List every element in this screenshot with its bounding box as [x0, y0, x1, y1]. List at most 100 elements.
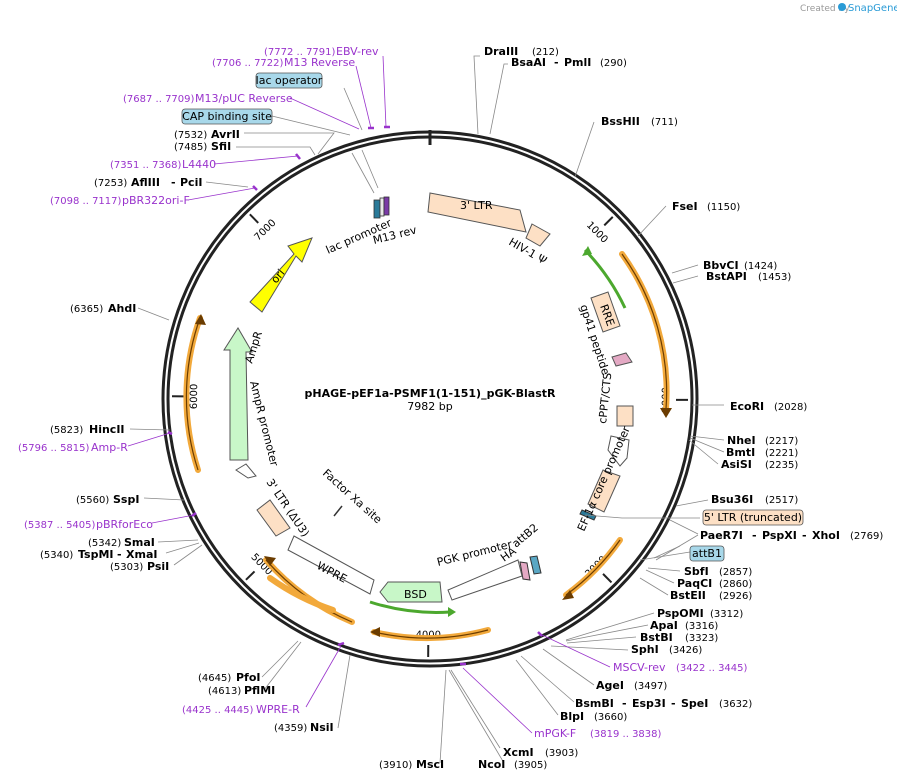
feature-label-attb2: attB2 — [510, 521, 541, 550]
site-pos: (6365) — [70, 304, 103, 315]
site-name: PsiI — [147, 560, 169, 573]
ltr3-shape — [427, 192, 527, 233]
site-name: BsmBI — [575, 697, 614, 710]
credit-brand: SnapGene — [848, 3, 897, 14]
site-name: BstAPI — [706, 270, 747, 283]
primer-name: pBR322ori-F — [122, 194, 190, 207]
site-name: SphI — [631, 643, 659, 656]
site-pos: (290) — [600, 58, 627, 69]
site-name: SmaI — [124, 536, 155, 549]
svg-text:-: - — [622, 697, 627, 710]
ltr-truncated-label: 5' LTR (truncated) — [704, 511, 802, 524]
primer-name: L4440 — [182, 158, 216, 171]
orf-arc-1 — [619, 251, 670, 412]
plasmid-name: pHAGE-pEF1a-PSMF1(1-151)_pGK-BlastR — [305, 387, 556, 400]
feature-label-ltr3: 3' LTR — [460, 199, 493, 212]
site-pos: (7485) — [174, 142, 207, 153]
attb2-shape — [529, 555, 542, 575]
site-pos: (1150) — [707, 202, 740, 213]
site-name: NsiI — [310, 721, 334, 734]
svg-text:-: - — [554, 56, 559, 69]
site-name: AhdI — [108, 302, 136, 315]
site-pos: (5560) — [76, 495, 109, 506]
site-name: DraIII — [484, 45, 518, 58]
site-pos: (3905) — [514, 760, 547, 771]
primer-name: mPGK-F — [534, 727, 576, 740]
feature-shapes — [223, 192, 634, 603]
ltr-truncated-box — [702, 509, 804, 526]
hiv-psi-shape — [525, 223, 551, 247]
site-name: AgeI — [596, 679, 624, 692]
credit-text: Created by — [800, 4, 850, 14]
primer-name: pBRforEco — [96, 518, 153, 531]
site-name: PfoI — [236, 671, 261, 684]
rre-shape — [590, 291, 621, 333]
site-pos: (5342) — [88, 538, 121, 549]
site-pos: (2028) — [774, 402, 807, 413]
site-name: PciI — [180, 176, 202, 189]
site-name: ApaI — [650, 619, 678, 632]
site-name: NheI — [727, 434, 756, 447]
site-name: HincII — [89, 423, 125, 436]
plasmid-size: 7982 bp — [407, 400, 452, 413]
site-name: BstEII — [670, 589, 706, 602]
site-name: NcoI — [478, 758, 505, 771]
site-name: SfiI — [211, 140, 231, 153]
site-pos: (3632) — [719, 699, 752, 710]
site-name: PflMI — [244, 684, 275, 697]
site-name: XmaI — [126, 548, 157, 561]
boxed-features: lac operator CAP binding site 5' LTR (tr… — [181, 72, 804, 562]
site-pos: (2857) — [719, 567, 752, 578]
feature-label-bsd: BSD — [404, 588, 427, 601]
site-pos: (7253) — [94, 178, 127, 189]
site-name: BbvCI — [703, 259, 739, 272]
site-pos: (2517) — [765, 495, 798, 506]
site-labels: DraIII (212) BsaAI - PmlI (290) BssHII (… — [40, 45, 883, 771]
primer-pos: (7706 .. 7722) — [212, 58, 284, 69]
site-name: MscI — [416, 758, 444, 771]
green-features — [369, 246, 627, 617]
site-pos: (7532) — [174, 130, 207, 141]
ltr3-du3-shape — [256, 499, 291, 537]
site-pos: (2860) — [719, 579, 752, 590]
bsd-shape — [379, 581, 443, 603]
attb1-label: attB1 — [692, 547, 722, 560]
primer-pos: (5387 .. 5405) — [24, 520, 96, 531]
site-pos: (2769) — [850, 531, 883, 542]
primer-pos: (5796 .. 5815) — [18, 443, 90, 454]
site-name: TspMI — [78, 548, 114, 561]
lac-operator-label: lac operator — [256, 74, 323, 87]
site-pos: (5823) — [50, 425, 83, 436]
svg-text:-: - — [671, 697, 676, 710]
site-name: PaeR7I — [700, 529, 743, 542]
site-name: PaqCI — [677, 577, 712, 590]
site-pos: (4613) — [208, 686, 241, 697]
primer-name: M13/pUC Reverse — [195, 92, 293, 105]
site-pos: (1453) — [758, 272, 791, 283]
scale-tick — [602, 573, 613, 584]
cap-site-label: CAP binding site — [182, 110, 272, 123]
site-name: SbfI — [684, 565, 709, 578]
primer-name: EBV-rev — [336, 45, 379, 58]
site-name: PspXI — [762, 529, 797, 542]
site-name: XcmI — [503, 746, 534, 759]
site-pos: (4645) — [198, 673, 231, 684]
primer-leaders — [127, 55, 611, 734]
site-name: FseI — [672, 200, 698, 213]
cap-site-box — [181, 108, 273, 125]
site-pos: (3903) — [545, 748, 578, 759]
site-name: PspOMI — [657, 607, 704, 620]
site-name: AsiSI — [721, 458, 752, 471]
site-pos: (5303) — [110, 562, 143, 573]
primer-pos: (4425 .. 4445) — [182, 705, 254, 716]
site-pos: (3312) — [710, 609, 743, 620]
ampr-promoter-shape — [235, 463, 257, 479]
feature-label-ampr-promoter: AmpR promoter — [247, 380, 281, 468]
site-name: BmtI — [726, 446, 755, 459]
site-pos: (3316) — [685, 621, 718, 632]
site-pos: (711) — [651, 117, 678, 128]
site-name: AvrII — [211, 128, 240, 141]
svg-text:-: - — [117, 548, 122, 561]
feature-label-cppt: cPPT/CTS — [596, 372, 614, 424]
